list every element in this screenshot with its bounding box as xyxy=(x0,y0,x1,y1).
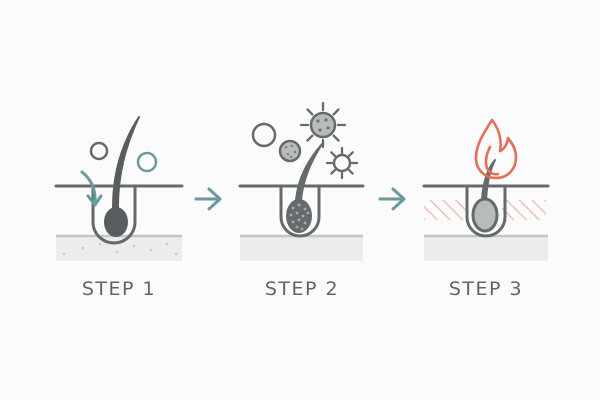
bubble-icon xyxy=(136,151,158,173)
follicle xyxy=(91,184,137,245)
step-1-label: STEP 1 xyxy=(81,278,157,300)
hair-bulb xyxy=(104,207,128,237)
bacteria-icon xyxy=(299,101,347,149)
flame-icon xyxy=(474,118,518,180)
spotted-bubble-icon xyxy=(278,139,302,163)
clog-dots xyxy=(289,203,310,231)
flame-inner xyxy=(484,145,500,176)
spotted-bubble-dots xyxy=(284,144,297,159)
skin-layer xyxy=(240,236,363,261)
step-2-panel xyxy=(238,101,365,261)
step-2-label: STEP 2 xyxy=(264,278,340,300)
arrow-right-icon xyxy=(194,187,222,211)
hair-bulb xyxy=(471,197,499,233)
skin-texture-dots xyxy=(62,242,178,256)
follicle xyxy=(465,184,507,238)
heat-hatch xyxy=(502,200,546,220)
step-3-panel xyxy=(422,118,550,261)
step-3-label: STEP 3 xyxy=(448,278,524,300)
teal-arrow-head xyxy=(86,194,103,207)
teal-arrow-icon xyxy=(80,170,97,205)
skin-layer xyxy=(56,236,182,261)
bubble-icon xyxy=(251,122,277,148)
arrow-right-icon xyxy=(378,187,406,211)
virus-icon xyxy=(325,146,359,180)
follicle xyxy=(279,184,321,238)
step-1-panel xyxy=(54,116,184,261)
skin-layer xyxy=(424,236,548,261)
heat-hatch xyxy=(424,200,468,220)
hair-shaft xyxy=(481,159,496,201)
bubble-icon xyxy=(89,141,109,161)
